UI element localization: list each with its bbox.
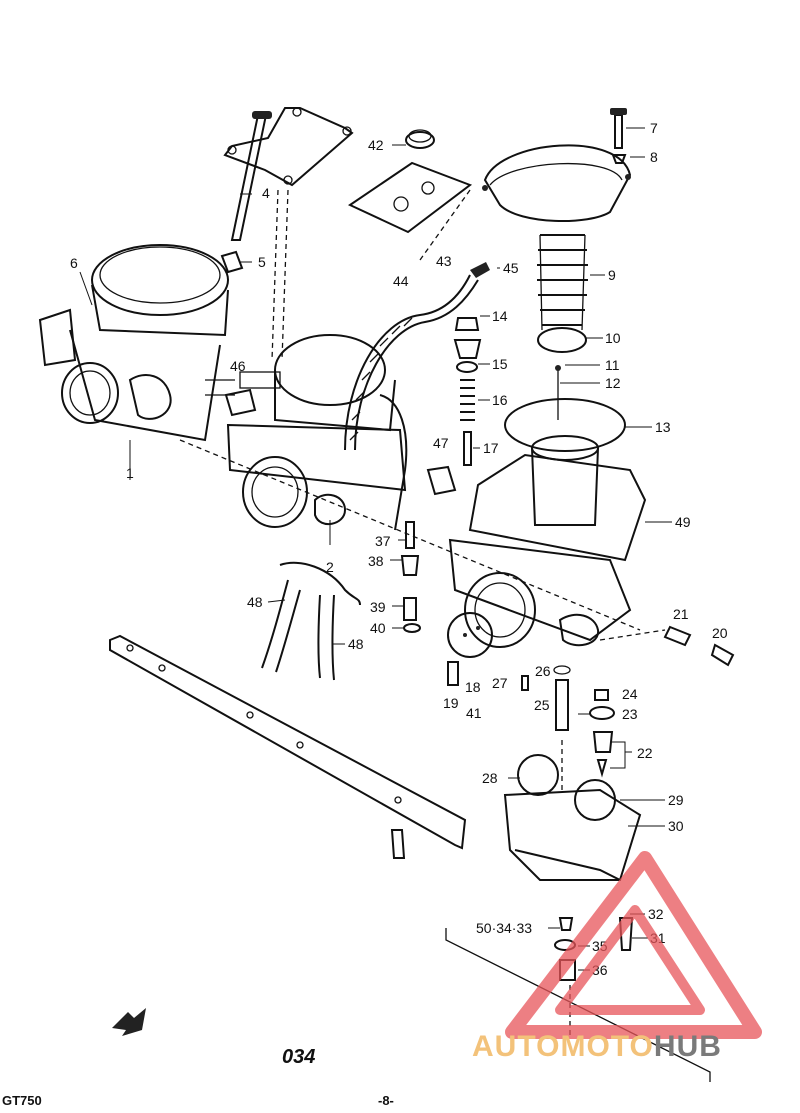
part-label: 13 [655, 419, 671, 435]
mounting-bar [109, 634, 467, 859]
part-label: 12 [605, 375, 621, 391]
part-label: 46 [230, 358, 246, 374]
part-label: 14 [492, 308, 508, 324]
part-label: 38 [368, 553, 384, 569]
part-label: 50·34·33 [476, 920, 532, 936]
pipe-47 [426, 465, 457, 496]
watermark-text: AUTOMOTOHUB [472, 1030, 722, 1064]
part-label: 21 [673, 606, 689, 622]
part-label: 7 [650, 120, 658, 136]
carburetor-top-cap [482, 144, 632, 222]
assembly-lines [179, 189, 666, 1035]
part-label: 29 [668, 792, 684, 808]
part-label: 2 [326, 559, 334, 575]
part-label: 5 [258, 254, 266, 270]
throttle-cable [344, 262, 490, 451]
model-code: GT750 [2, 1093, 42, 1108]
part-label: 40 [370, 620, 386, 636]
small-pieces [447, 625, 735, 691]
part-label: 8 [650, 149, 658, 165]
part-label: 22 [637, 745, 653, 761]
page-number: -8- [378, 1093, 394, 1108]
part-label: 10 [605, 330, 621, 346]
part-label: 27 [492, 675, 508, 691]
watermark-text-part1: AUTOMOTO [472, 1030, 654, 1063]
part-label: 45 [503, 260, 519, 276]
part-label: 25 [534, 697, 550, 713]
carburetor-middle [226, 334, 408, 531]
hoses-48 [261, 561, 361, 681]
float-chamber [503, 754, 642, 881]
part-label: 49 [675, 514, 691, 530]
washer-23-24 [589, 689, 615, 720]
watermark-logo-icon [505, 851, 762, 1039]
part-label: 23 [622, 706, 638, 722]
direction-arrow-icon [112, 1008, 146, 1036]
part-label: 41 [466, 705, 482, 721]
return-spring [537, 234, 588, 353]
part-label: 19 [443, 695, 459, 711]
part-label: 17 [483, 440, 499, 456]
part-label: 47 [433, 435, 449, 451]
part-label: 1 [126, 465, 134, 481]
valve-22 [592, 731, 614, 778]
part-label: 26 [535, 663, 551, 679]
slide-piston [504, 398, 626, 526]
nut-5 [220, 250, 244, 274]
part-label: 42 [368, 137, 384, 153]
part-label: 11 [605, 357, 620, 373]
part-label: 15 [492, 356, 508, 372]
part-label: 6 [70, 255, 78, 271]
small-parts-14-17 [453, 317, 482, 466]
part-label: 37 [375, 533, 391, 549]
part-label: 44 [393, 273, 409, 289]
part-label: 16 [492, 392, 508, 408]
part-label: 20 [712, 625, 728, 641]
part-label: 28 [482, 770, 498, 786]
screw-7 [610, 108, 627, 164]
part-label: 18 [465, 679, 481, 695]
watermark-text-part2: HUB [653, 1030, 722, 1063]
carburetor-left [38, 244, 235, 442]
part-label: 48 [247, 594, 263, 610]
carburetor-right [447, 453, 647, 658]
fuel-pipe-25 [553, 665, 571, 731]
part-label: 9 [608, 267, 616, 283]
linkage-plate [223, 107, 354, 187]
jet-needle [555, 365, 561, 420]
page-code: 034 [282, 1046, 316, 1068]
part-label: 48 [348, 636, 364, 652]
part-labels: 1 2 4 5 6 7 8 9 10 11 12 13 14 15 16 17 … [70, 120, 728, 978]
part-label: 24 [622, 686, 638, 702]
leader-lines [79, 127, 672, 971]
pipe-46 [224, 388, 257, 417]
part-label: 43 [436, 253, 452, 269]
long-screw [230, 111, 272, 241]
part-label: 39 [370, 599, 386, 615]
part-label: 30 [668, 818, 684, 834]
gasket-plate [347, 129, 473, 234]
part-label: 32 [648, 906, 664, 922]
part-label: 4 [262, 185, 270, 201]
